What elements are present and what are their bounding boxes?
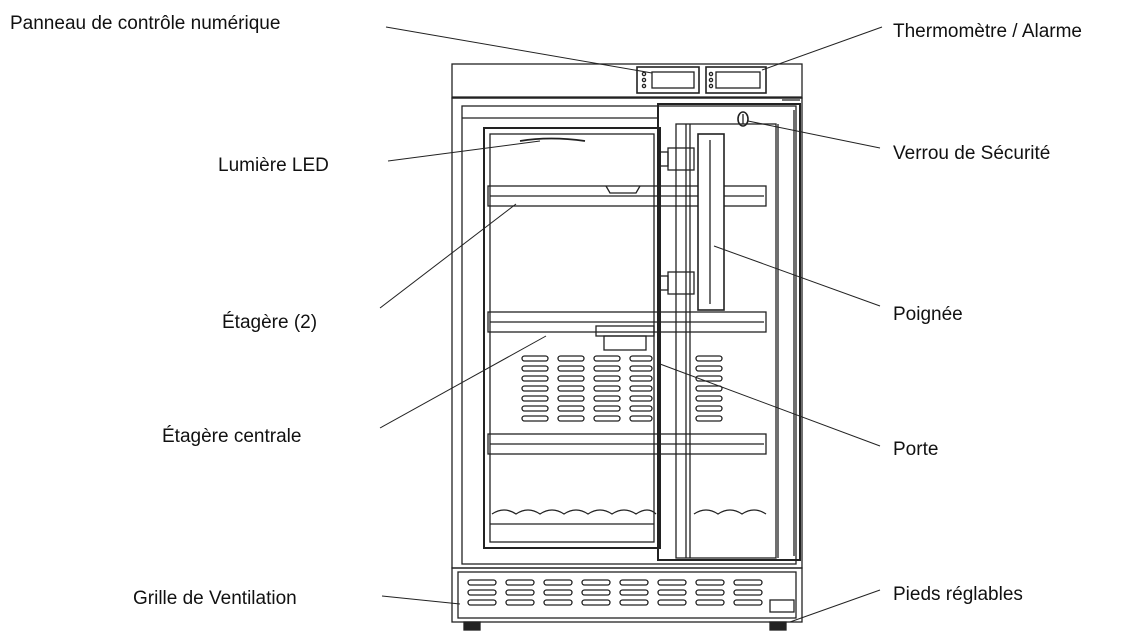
label-shelves: Étagère (2) xyxy=(222,312,318,333)
label-adjustable-feet: Pieds réglables xyxy=(893,584,1023,605)
leader-control-panel xyxy=(385,26,653,74)
leader-thermometer xyxy=(761,26,883,71)
leader-shelves xyxy=(379,203,517,309)
middle-shelf xyxy=(487,311,767,333)
thermometer-alarm-display xyxy=(705,66,767,94)
leader-center-shelf xyxy=(379,335,547,429)
label-control-panel: Panneau de contrôle numérique xyxy=(10,13,281,34)
glass-door xyxy=(657,99,801,561)
interior-vent-slots xyxy=(521,355,723,422)
leader-feet xyxy=(789,589,881,623)
ventilation-grille xyxy=(467,579,763,606)
leader-led xyxy=(387,140,541,162)
safety-lock xyxy=(737,111,749,127)
cabinet-body xyxy=(451,97,803,613)
base-unit xyxy=(451,567,803,623)
door-hinges xyxy=(659,147,695,295)
leader-vent xyxy=(381,595,461,605)
leader-door xyxy=(659,363,881,447)
label-vent-grille: Grille de Ventilation xyxy=(133,588,297,609)
adjustable-feet xyxy=(463,621,787,631)
label-center-shelf: Étagère centrale xyxy=(162,426,302,447)
label-led-light: Lumière LED xyxy=(218,155,329,176)
bottom-tray xyxy=(490,509,767,525)
center-shelf xyxy=(595,325,655,351)
label-door: Porte xyxy=(893,439,939,460)
door-handle xyxy=(697,133,725,311)
lower-shelf xyxy=(487,433,767,455)
digital-control-panel xyxy=(636,66,700,94)
label-safety-lock: Verrou de Sécurité xyxy=(893,143,1051,164)
leader-lines xyxy=(379,26,883,623)
leader-handle xyxy=(713,245,881,307)
leader-lock xyxy=(747,120,881,149)
label-thermometer-alarm: Thermomètre / Alarme xyxy=(893,21,1082,42)
led-light xyxy=(519,137,586,142)
label-handle: Poignée xyxy=(893,304,963,325)
